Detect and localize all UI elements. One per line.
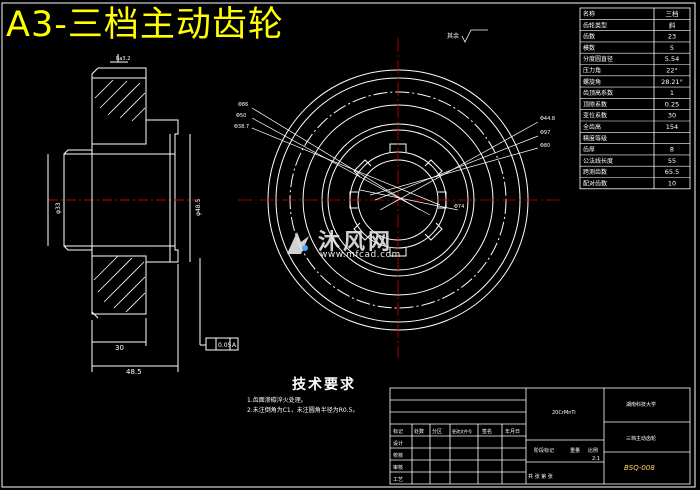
callout-2: Φ50 bbox=[236, 113, 246, 119]
title-block-texts: 20CrMnTi 湖南科技大学 三档主动齿轮 2:1 BSQ-008 阶段标记 … bbox=[393, 401, 656, 483]
param-name: 公法线长度 bbox=[583, 157, 613, 165]
tb-weight-label: 重量 bbox=[570, 447, 580, 454]
tech-requirement-2: 2.未注倒角为C1，未注圆角半径为R0.5。 bbox=[247, 407, 359, 414]
param-name: 名称 bbox=[583, 10, 595, 18]
param-value: 23 bbox=[668, 33, 676, 41]
section-dim-texts: 30 48.5 Ra3.2 0.05 A φ33 φ48.5 bbox=[55, 56, 237, 376]
tb-part-name: 三档主动齿轮 bbox=[626, 435, 656, 442]
watermark-logo-icon bbox=[287, 232, 309, 254]
callout-5: Φ97 bbox=[540, 130, 550, 136]
param-value: 斜 bbox=[669, 20, 676, 29]
dim-dia-left: φ33 bbox=[55, 202, 62, 214]
surface-finish-symbol bbox=[461, 29, 488, 43]
tb-design: 设计 bbox=[393, 440, 403, 447]
param-name: 全齿高 bbox=[583, 123, 601, 131]
tech-requirements-title: 技术要求 bbox=[292, 377, 356, 393]
param-name: 模数 bbox=[583, 44, 595, 52]
param-name: 精度等级 bbox=[583, 134, 607, 142]
param-name: 齿数 bbox=[583, 33, 595, 41]
gear-section-view bbox=[47, 54, 239, 372]
param-value: 8 bbox=[670, 146, 674, 154]
callout-7: Φ74 bbox=[454, 204, 464, 210]
param-name: 螺旋角 bbox=[583, 78, 601, 86]
tb-review: 审核 bbox=[393, 464, 403, 471]
tb-sheet-label: 共 张 第 张 bbox=[528, 473, 553, 480]
tb-process: 工艺 bbox=[393, 477, 403, 483]
tb-zone: 分区 bbox=[432, 428, 442, 435]
dim-tol-datum: A bbox=[232, 342, 237, 349]
tb-sign: 签名 bbox=[482, 428, 492, 435]
param-name: 齿顶高系数 bbox=[583, 89, 613, 97]
param-value: 三档 bbox=[666, 9, 679, 18]
param-value: 0.25 bbox=[665, 100, 679, 108]
dim-dia-right: φ48.5 bbox=[195, 199, 202, 217]
callout-6: Φ80 bbox=[540, 143, 550, 149]
param-name: 分度圆直径 bbox=[583, 55, 613, 63]
surface-finish-label: 其余 bbox=[447, 32, 459, 40]
dim-width-30: 30 bbox=[115, 344, 124, 352]
leader-lines bbox=[251, 107, 539, 216]
tb-ratio-label: 比例 bbox=[588, 447, 598, 454]
param-value: 10 bbox=[668, 180, 676, 188]
tb-scale: 2:1 bbox=[592, 456, 600, 462]
watermark-url: www.mfcad.com bbox=[320, 250, 401, 260]
watermark-text: 沐风网 bbox=[318, 230, 394, 255]
title-block bbox=[389, 387, 691, 485]
tb-stage-label: 阶段标记 bbox=[534, 447, 554, 454]
param-value: 5.54 bbox=[665, 55, 679, 63]
callout-4: Φ44.8 bbox=[540, 116, 555, 122]
param-value: 65.5 bbox=[665, 168, 679, 176]
tb-count: 处数 bbox=[414, 428, 424, 435]
tb-material: 20CrMnTi bbox=[552, 410, 576, 416]
param-value: 22° bbox=[666, 67, 678, 75]
tb-school: 湖南科技大学 bbox=[626, 401, 656, 408]
param-name: 齿厚 bbox=[583, 146, 595, 154]
param-value: 30 bbox=[668, 112, 676, 120]
drawing-title: A3-三档主动齿轮 bbox=[6, 5, 284, 45]
param-name: 压力角 bbox=[583, 67, 601, 75]
dim-width-48-5: 48.5 bbox=[126, 368, 142, 376]
param-value: 55 bbox=[668, 157, 676, 165]
tb-drawing-no: BSQ-008 bbox=[624, 464, 655, 472]
param-name: 齿轮类型 bbox=[583, 21, 607, 29]
param-name: 变位系数 bbox=[583, 112, 607, 120]
param-value: 5 bbox=[670, 44, 674, 52]
dim-tol-value: 0.05 bbox=[218, 342, 232, 349]
param-value: 154 bbox=[666, 123, 678, 131]
tb-date: 年月日 bbox=[505, 428, 520, 435]
param-name: 顶隙系数 bbox=[583, 100, 607, 108]
dim-roughness: Ra3.2 bbox=[116, 56, 130, 62]
param-value: 1 bbox=[670, 89, 674, 97]
tech-requirement-1: 1.齿面渗碳淬火处理。 bbox=[247, 397, 307, 404]
callout-1: Φ86 bbox=[238, 102, 248, 108]
param-name: 配对齿数 bbox=[583, 180, 607, 188]
tb-mark: 标记 bbox=[393, 428, 403, 435]
tb-change: 更改文件号 bbox=[452, 428, 472, 434]
param-value: 28.21° bbox=[661, 78, 683, 86]
section-hatching bbox=[93, 79, 146, 313]
callout-3: Φ38.7 bbox=[234, 124, 249, 130]
tb-check: 校核 bbox=[393, 452, 403, 459]
param-name: 跨测齿数 bbox=[583, 168, 607, 176]
callout-texts: Φ86 Φ50 Φ38.7 Φ44.8 Φ97 Φ80 Φ74 bbox=[234, 102, 555, 210]
